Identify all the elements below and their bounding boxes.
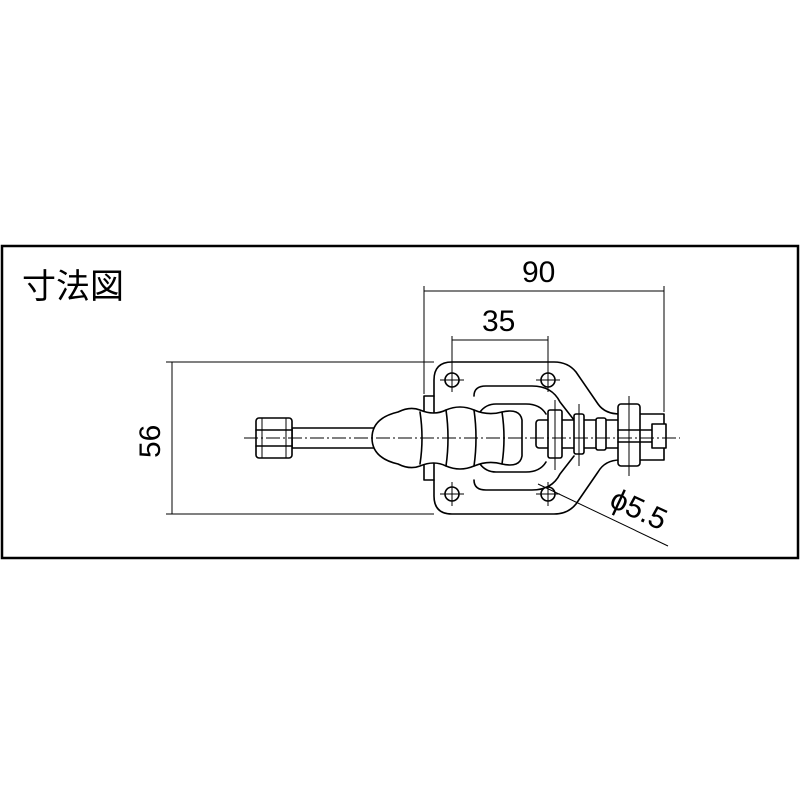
- dimension-hole-pitch: 35: [451, 305, 549, 372]
- dimension-label-hole-diameter: ϕ5.5: [605, 482, 672, 537]
- housing-inner: [479, 403, 547, 473]
- dimension-label-overall-length: 90: [522, 256, 555, 289]
- linkage: [535, 396, 667, 476]
- drawing-frame: [0, 244, 800, 560]
- drawing-title: 寸法図: [22, 267, 124, 307]
- dimension-label-height: 56: [134, 425, 167, 458]
- mounting-holes: [440, 368, 560, 506]
- dimension-label-hole-pitch: 35: [482, 305, 515, 338]
- dimension-overall-length: 90: [423, 256, 665, 412]
- clamp-body: [244, 361, 680, 515]
- dimension-height: 56: [134, 361, 434, 515]
- housing-loop: [473, 385, 575, 491]
